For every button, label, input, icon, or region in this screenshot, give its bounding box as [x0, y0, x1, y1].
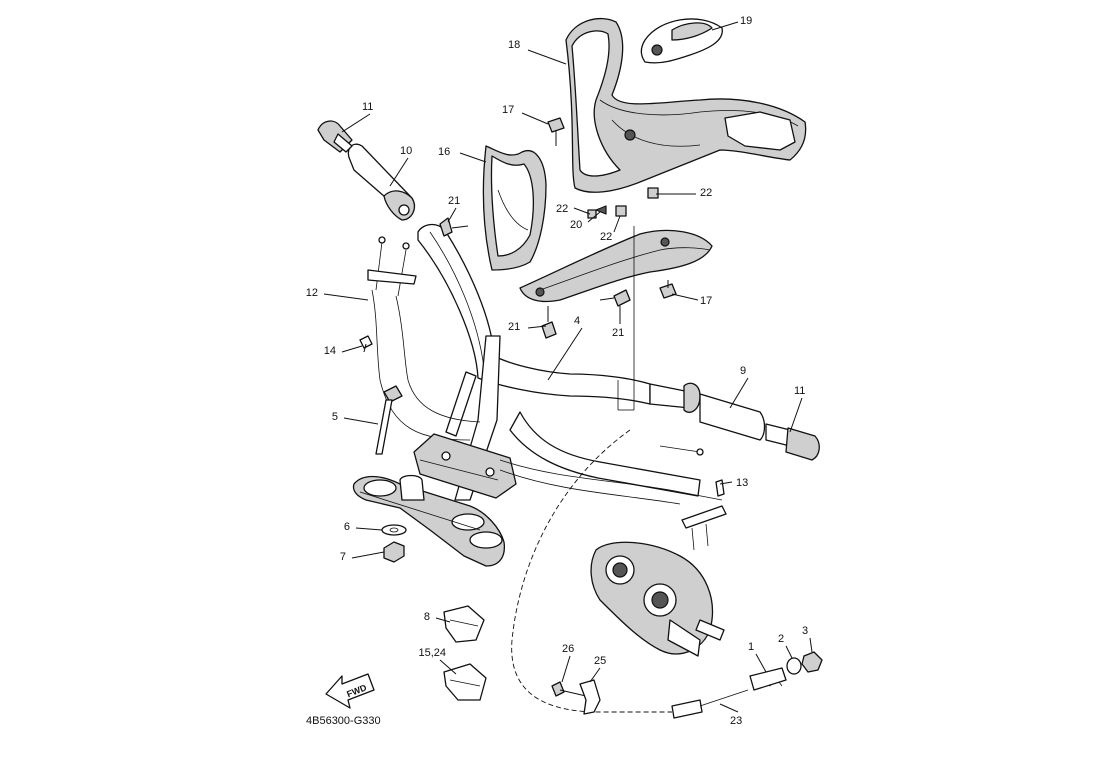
- leader-line: [435, 617, 451, 623]
- callout-label: 14: [324, 345, 336, 357]
- leader-line: [613, 215, 621, 233]
- throttle-cable: [499, 429, 749, 719]
- leader-line: [323, 293, 369, 301]
- callout-label: 4: [574, 315, 580, 327]
- leader-line: [459, 152, 487, 163]
- bar-end-left: [317, 120, 353, 153]
- leader-lines: [323, 21, 813, 713]
- bolt-26: [551, 681, 587, 697]
- lower-cover-bracket: [519, 229, 713, 303]
- clip-22: [587, 187, 659, 219]
- callout-label: 22: [556, 203, 568, 215]
- leader-line: [527, 49, 567, 65]
- leader-line: [719, 703, 739, 713]
- emblem-cover: [640, 18, 723, 64]
- callout-label: 17: [502, 104, 514, 116]
- leader-line: [389, 157, 409, 187]
- fwd-arrow-icon: FWD: [325, 673, 375, 709]
- clamp-8: [443, 605, 485, 643]
- leader-line: [809, 637, 813, 653]
- callout-label: 15,24: [418, 647, 446, 659]
- leader-line: [729, 377, 749, 409]
- leader-line: [561, 655, 571, 683]
- callout-label: 3: [802, 625, 808, 637]
- handlebar-cover-upper: [565, 18, 807, 193]
- callout-label: 1: [748, 641, 754, 653]
- callout-label: 7: [340, 551, 346, 563]
- callout-label: 2: [778, 633, 784, 645]
- callout-label: 25: [594, 655, 606, 667]
- collar-2: [786, 657, 802, 675]
- callout-labels: 12345678910111112131415,2416171718192021…: [306, 15, 808, 727]
- leader-line: [589, 667, 601, 683]
- screw-21-b: [541, 306, 557, 339]
- callout-label: 21: [508, 321, 520, 333]
- leader-line: [785, 645, 793, 659]
- leader-line: [719, 481, 733, 485]
- steering-crown: [352, 474, 506, 567]
- handle-holder: [413, 433, 517, 499]
- leader-line: [355, 527, 383, 531]
- leader-line: [351, 551, 385, 559]
- screw-21-a: [439, 217, 469, 237]
- spring-1: [749, 667, 787, 691]
- callout-label: 26: [562, 643, 574, 655]
- callout-label: 11: [362, 101, 373, 113]
- throttle-body: [590, 541, 725, 657]
- callout-label: 12: [306, 287, 318, 299]
- callout-label: 9: [740, 365, 746, 377]
- leader-line: [573, 207, 591, 215]
- screw-17-right: [659, 280, 677, 299]
- callout-label: 21: [612, 327, 624, 339]
- callout-label: 20: [570, 219, 582, 231]
- leader-line: [341, 113, 371, 133]
- clip-20: [595, 205, 607, 215]
- nut-3: [801, 651, 823, 673]
- callout-label: 23: [730, 715, 742, 727]
- reference-code: 4B56300-G330: [306, 715, 381, 727]
- callout-label: 13: [736, 477, 748, 489]
- cable-bracket-13: [681, 479, 727, 551]
- callout-label: 11: [794, 385, 805, 397]
- screw-14: [359, 335, 373, 353]
- bracket-25: [579, 679, 601, 715]
- callout-label: 22: [600, 231, 612, 243]
- grip-left: [347, 143, 416, 221]
- leader-line: [789, 397, 803, 433]
- leader-line: [439, 659, 457, 675]
- callout-label: 10: [400, 145, 412, 157]
- leader-line: [447, 207, 457, 223]
- leader-line: [755, 653, 767, 673]
- callout-label: 22: [700, 187, 712, 199]
- leader-line: [527, 325, 547, 329]
- callout-label: 19: [740, 15, 752, 27]
- leader-line: [711, 21, 739, 31]
- inner-panel-16: [482, 145, 547, 271]
- callout-label: 6: [344, 521, 350, 533]
- callout-label: 17: [700, 295, 712, 307]
- callout-label: 16: [438, 146, 450, 158]
- leader-line: [547, 327, 583, 381]
- handlebar: [417, 223, 701, 501]
- callout-label: 21: [448, 195, 460, 207]
- leader-line: [341, 345, 363, 353]
- bar-end-right: [765, 423, 820, 461]
- leader-line: [671, 293, 699, 301]
- callout-label: 18: [508, 39, 520, 51]
- leader-line: [343, 417, 379, 425]
- bolt-5: [375, 385, 403, 455]
- grip-right: [649, 382, 766, 441]
- nut-7: [383, 541, 405, 563]
- leader-line: [587, 211, 601, 223]
- callout-label: 8: [424, 611, 430, 623]
- screw-21-c: [599, 289, 631, 307]
- washer-6: [381, 524, 407, 536]
- screw-17-top: [547, 117, 565, 146]
- callout-label: 5: [332, 411, 338, 423]
- leader-line: [521, 112, 549, 125]
